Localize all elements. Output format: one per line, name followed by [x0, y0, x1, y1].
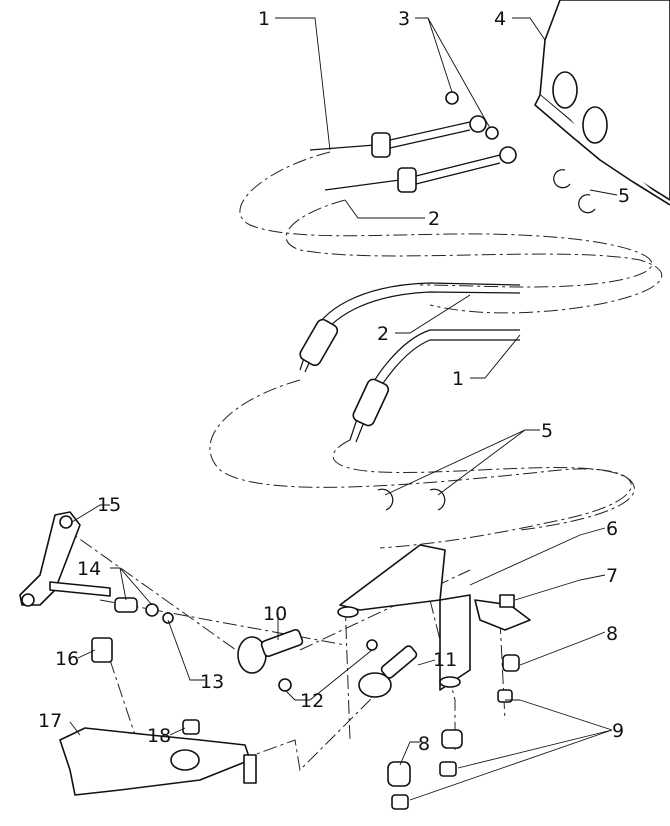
callout-8-right: 8 — [606, 623, 618, 645]
callout-13: 13 — [200, 671, 224, 693]
shift-lever-parts — [19, 511, 174, 663]
cable-end-fittings — [237, 544, 531, 810]
leader-lines — [69, 17, 618, 801]
callout-14: 14 — [77, 558, 101, 580]
callout-5-mid: 5 — [541, 420, 553, 442]
callout-17: 17 — [38, 710, 62, 732]
callout-2-mid: 2 — [377, 323, 389, 345]
callout-10: 10 — [263, 603, 287, 625]
callout-16: 16 — [55, 648, 79, 670]
callout-12: 12 — [300, 690, 324, 712]
callout-15: 15 — [97, 494, 121, 516]
callout-2-top: 2 — [428, 208, 440, 230]
callout-9: 9 — [612, 720, 624, 742]
callout-3: 3 — [398, 8, 410, 30]
callout-11: 11 — [433, 649, 457, 671]
callout-7: 7 — [606, 565, 618, 587]
mounting-base — [59, 719, 257, 796]
callout-5-top: 5 — [618, 185, 630, 207]
cable-ends-upper — [309, 91, 596, 214]
cable-assembly-middle — [299, 282, 521, 511]
callout-1-top: 1 — [258, 8, 270, 30]
callout-18: 18 — [147, 725, 171, 747]
callout-labels: 1 3 4 5 2 2 1 5 15 14 13 16 17 18 10 12 … — [38, 8, 630, 755]
gearbox-housing — [534, 0, 670, 206]
callout-6: 6 — [606, 518, 618, 540]
callout-8-low: 8 — [418, 733, 430, 755]
callout-4: 4 — [494, 8, 506, 30]
callout-1-mid: 1 — [452, 368, 464, 390]
